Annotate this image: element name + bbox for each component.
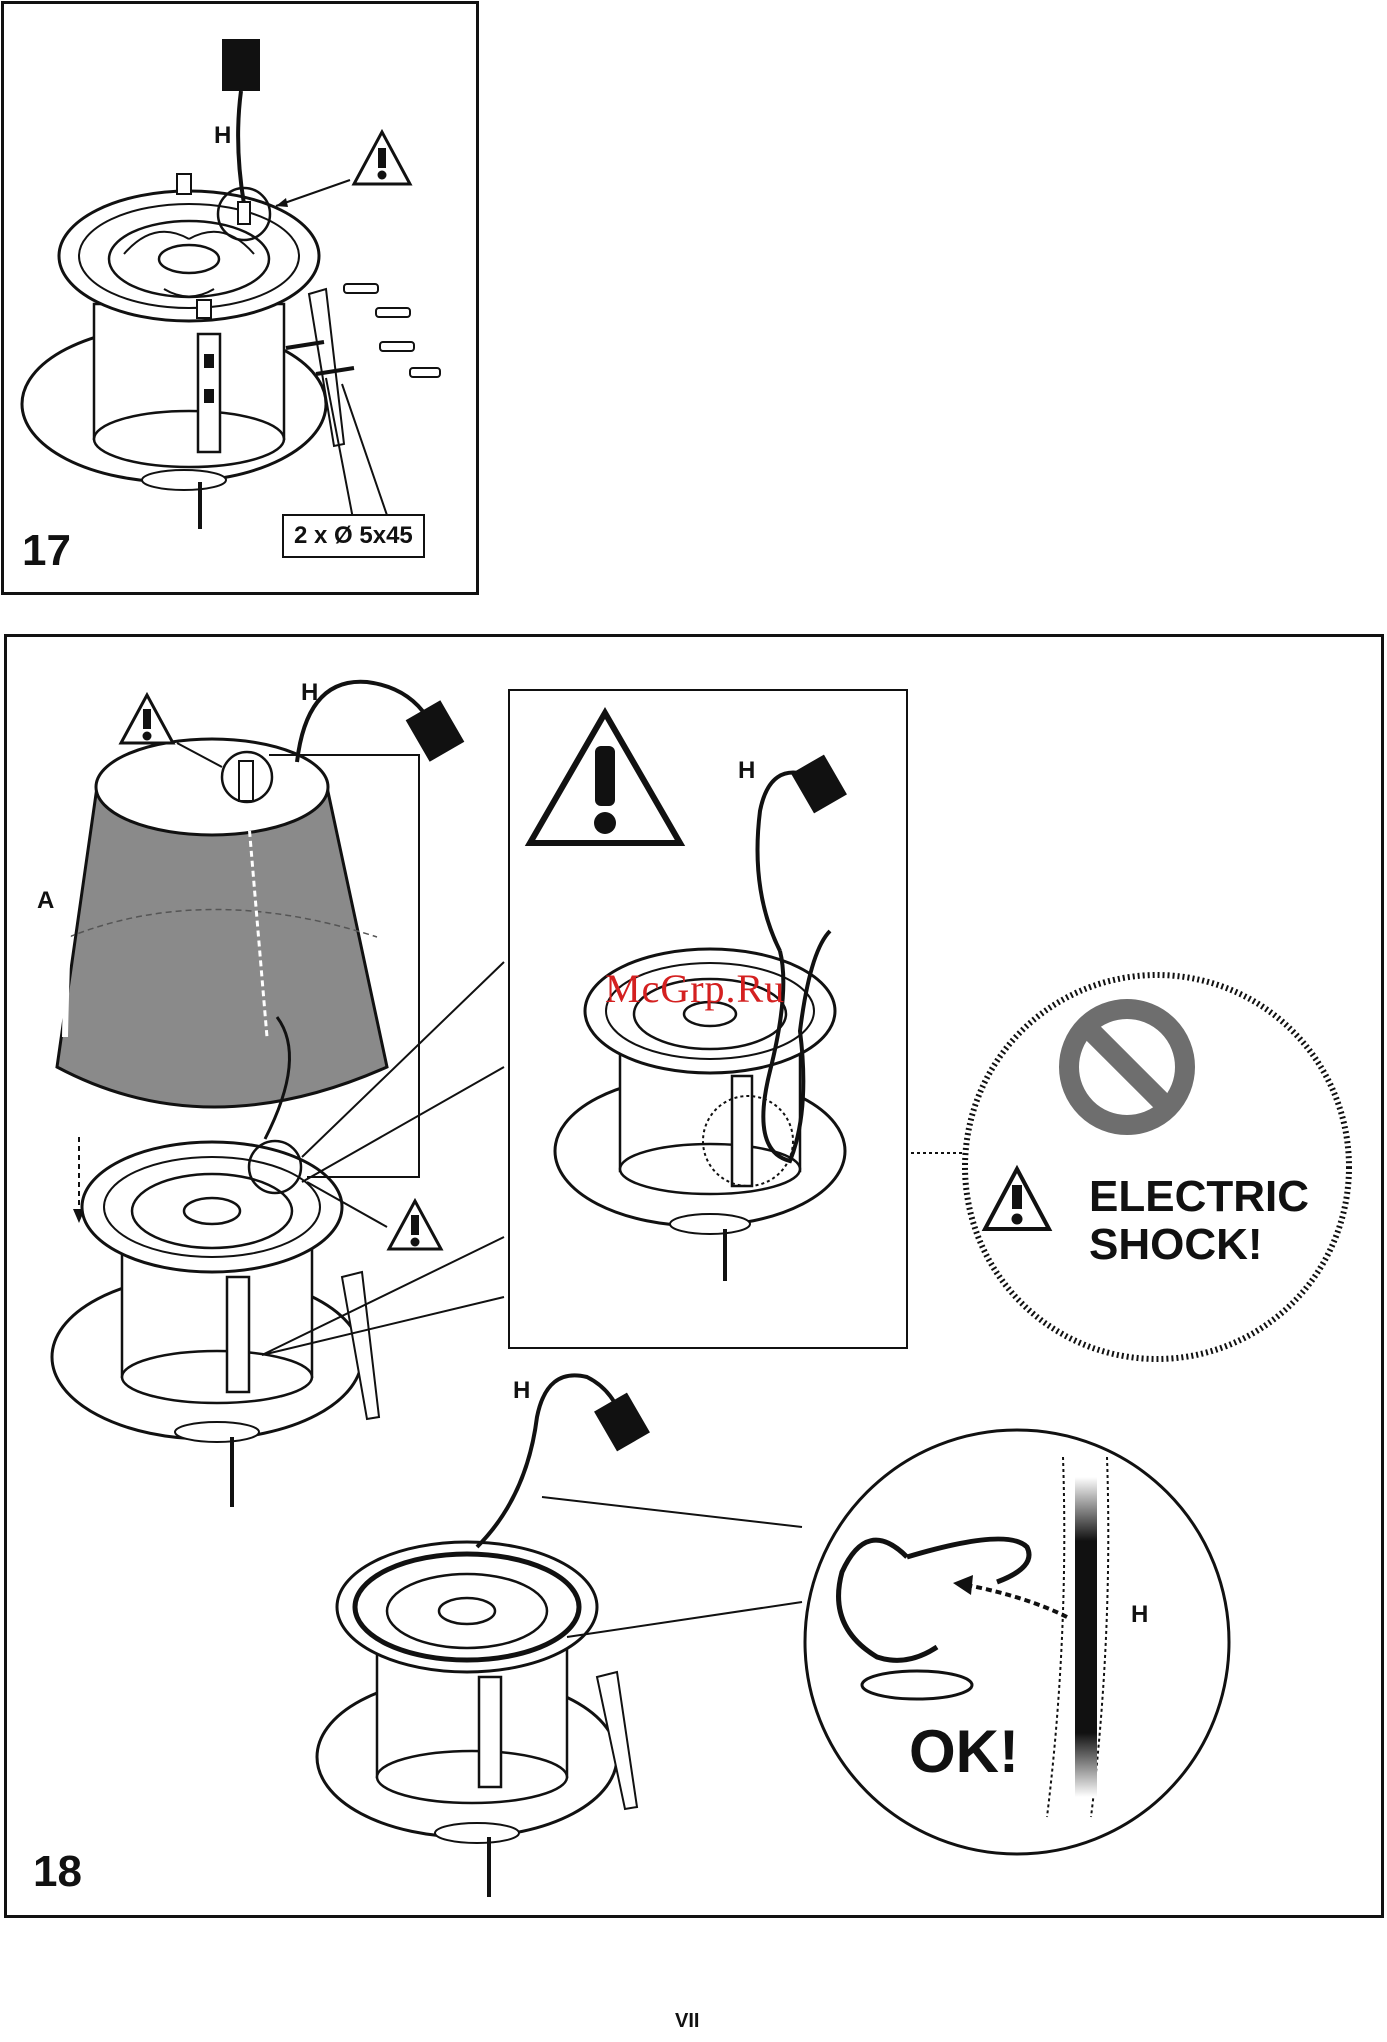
watermark: McGrp.Ru: [605, 965, 785, 1012]
electric-shock-line2: SHOCK!: [1089, 1221, 1309, 1269]
connector-block: [222, 39, 260, 91]
inset-cable-label-h: H: [738, 757, 755, 785]
cable-label-h-zoom: H: [1131, 1601, 1148, 1629]
inset-detail: H: [508, 689, 908, 1349]
electric-shock-line1: ELECTRIC: [1089, 1173, 1309, 1221]
step-number-17: 17: [22, 526, 71, 576]
step-17-panel: H 2 x Ø 5x45 17: [1, 1, 479, 595]
connector-block-inset: [791, 755, 847, 814]
cable-h-bottom: [477, 1375, 617, 1547]
cable-label-h-bottom: H: [513, 1377, 530, 1405]
lamp-shade: [57, 739, 387, 1107]
page-number: VII: [675, 2010, 699, 2033]
shade-label-a: A: [37, 887, 54, 915]
cable-label-h: H: [214, 122, 231, 150]
cable-h-zoom: [1075, 1477, 1097, 1797]
step-number-18: 18: [33, 1847, 82, 1897]
electric-shock-callout: [965, 975, 1349, 1359]
screw-dimension-label: 2 x Ø 5x45: [282, 514, 425, 558]
electric-shock-warning: ELECTRIC SHOCK!: [1089, 1173, 1309, 1269]
fixture-bottom: [317, 1542, 637, 1897]
connector-block-bottom: [594, 1393, 650, 1452]
ok-zoom-callout: [805, 1430, 1229, 1854]
step-18-panel: H McGrp.Ru A H H H ELECTRIC SHOCK! OK! 1…: [4, 634, 1384, 1918]
step-17-illustration: [4, 4, 482, 598]
cable-label-h-main: H: [301, 679, 318, 707]
connector-block-main: [406, 700, 465, 762]
inset-illustration: [510, 691, 910, 1351]
ok-label: OK!: [909, 1717, 1019, 1786]
fixture-left: [52, 1142, 379, 1507]
